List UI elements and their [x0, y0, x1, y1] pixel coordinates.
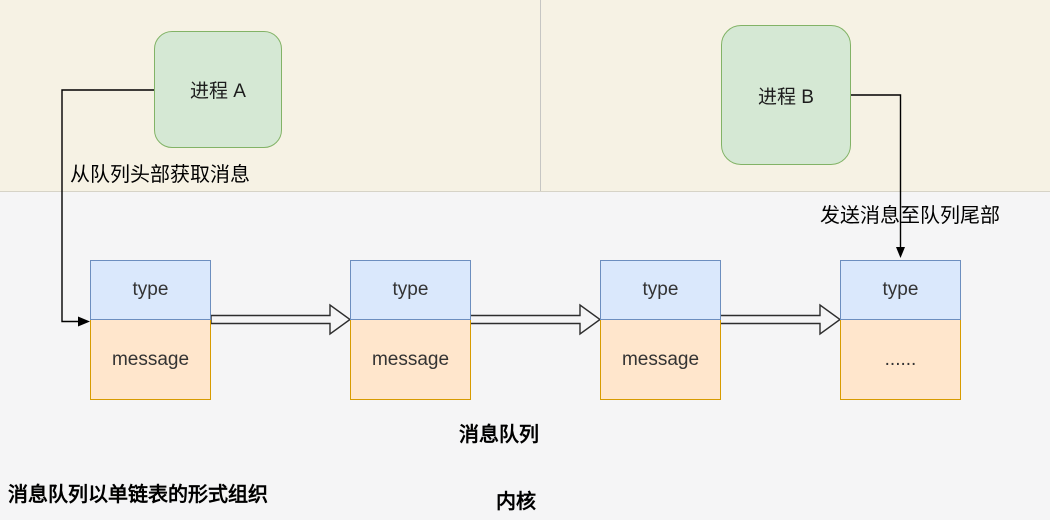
send-annotation: 发送消息至队列尾部 [820, 205, 1000, 227]
queue-node-3: type message [600, 260, 721, 400]
panel-divider-line [540, 0, 541, 191]
process-a-label: 进程 A [190, 81, 246, 102]
process-b-box: 进程 B [721, 25, 851, 165]
queue-node-1-type-cell: type [90, 260, 211, 320]
process-a-box: 进程 A [154, 31, 282, 148]
arrowhead-queue-tail [896, 247, 905, 258]
link-arrow-node2-node3 [469, 303, 602, 336]
queue-node-4-type-cell: type [840, 260, 961, 320]
queue-node-4-message-cell: ...... [840, 319, 961, 400]
queue-node-1-message-cell: message [90, 319, 211, 400]
queue-node-2-message-cell: message [350, 319, 471, 400]
link-arrow-node1-node2 [210, 303, 352, 336]
queue-node-2-type-label: type [392, 279, 429, 300]
link-arrow-node3-node4 [719, 303, 842, 336]
linked-list-note: 消息队列以单链表的形式组织 [8, 484, 268, 506]
queue-node-3-message-cell: message [600, 319, 721, 400]
queue-node-3-type-cell: type [600, 260, 721, 320]
queue-title: 消息队列 [459, 424, 539, 446]
receive-annotation: 从队列头部获取消息 [70, 164, 250, 186]
queue-node-1-message-label: message [111, 348, 190, 370]
queue-node-1: type message [90, 260, 211, 400]
queue-node-4-type-label: type [882, 279, 919, 300]
queue-node-2-type-cell: type [350, 260, 471, 320]
queue-node-3-type-label: type [642, 279, 679, 300]
queue-node-2: type message [350, 260, 471, 400]
process-b-label: 进程 B [758, 86, 814, 108]
queue-node-4-message-label: ...... [884, 348, 917, 370]
queue-node-2-message-label: message [371, 348, 450, 370]
kernel-label: 内核 [496, 491, 536, 513]
queue-node-3-message-label: message [621, 348, 700, 370]
arrowhead-queue-head [78, 316, 90, 327]
queue-node-4: type ...... [840, 260, 961, 400]
queue-node-1-type-label: type [132, 279, 169, 300]
